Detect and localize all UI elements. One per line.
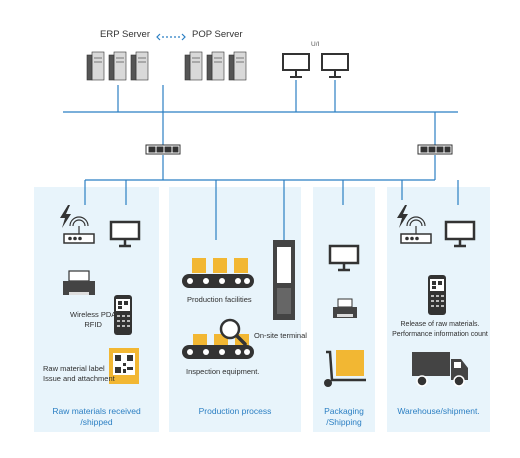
hand-truck-icon xyxy=(324,350,366,387)
terminal-icon xyxy=(273,240,295,320)
printer-icon xyxy=(63,270,95,295)
ui-monitors xyxy=(282,53,349,78)
ui-label: U/I xyxy=(311,41,320,48)
erp-server-label: ERP Server xyxy=(100,29,150,40)
production-facilities-label: Production facilities xyxy=(187,295,252,304)
monitor-icon xyxy=(444,220,476,248)
zone-title-production: Production process xyxy=(198,406,272,416)
zone-title-raw-materials: Raw materials received /shipped xyxy=(52,406,141,427)
pop-servers xyxy=(184,51,247,81)
zone-title-packaging: Packaging /Shipping xyxy=(324,406,364,427)
printer-icon xyxy=(333,298,357,318)
pda-icon xyxy=(428,275,446,315)
monitor-icon xyxy=(321,53,349,78)
conveyor-icon xyxy=(182,258,254,288)
zone-title-warehouse: Warehouse/shipment. xyxy=(397,406,480,416)
monitor-icon xyxy=(282,53,310,78)
network-switch-icon xyxy=(417,144,453,155)
router-icon xyxy=(400,216,432,244)
lightning-icon xyxy=(397,205,408,228)
monitor-icon xyxy=(109,220,141,248)
lightning-icon xyxy=(60,205,71,228)
server-link-arrow xyxy=(156,33,186,41)
wireless-pda-label: Wireless PDA RFID xyxy=(70,310,117,329)
erp-servers xyxy=(86,51,149,81)
pop-server-label: POP Server xyxy=(192,29,243,40)
on-site-terminal-label: On-site terminal xyxy=(254,331,307,340)
router-icon xyxy=(63,216,95,244)
inspection-equipment-label: Inspection equipment. xyxy=(186,367,260,376)
server-icon xyxy=(108,51,127,81)
release-raw-materials-label: Release of raw materials. Performance in… xyxy=(392,321,488,338)
server-icon xyxy=(86,51,105,81)
qr-label-icon xyxy=(109,348,139,384)
truck-icon xyxy=(412,352,468,387)
server-icon xyxy=(228,51,247,81)
magnifier-icon xyxy=(219,318,247,346)
server-icon xyxy=(206,51,225,81)
network-switch-icon xyxy=(145,144,181,155)
pda-icon xyxy=(114,295,132,335)
network-lines xyxy=(63,80,459,240)
monitor-icon xyxy=(328,244,360,272)
raw-material-label-text: Raw material label Issue and attachment xyxy=(43,364,115,383)
server-icon xyxy=(130,51,149,81)
server-icon xyxy=(184,51,203,81)
